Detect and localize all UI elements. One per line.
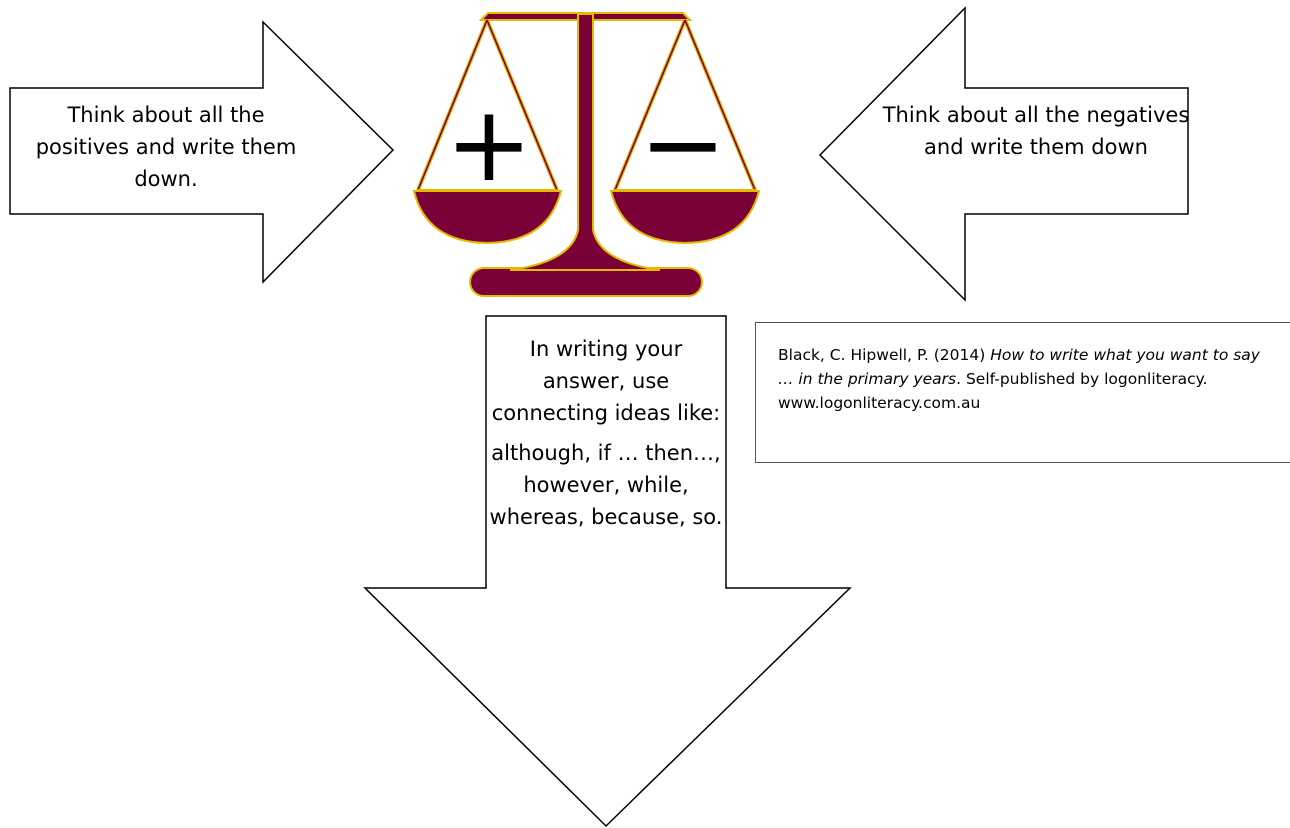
plus-symbol: + <box>445 83 532 205</box>
connecting-ideas-text: In writing your answer, use connecting i… <box>486 333 726 533</box>
citation-box: Black, C. Hipwell, P. (2014) How to writ… <box>755 322 1290 463</box>
left-pan <box>412 19 563 245</box>
scale-pillar <box>509 13 661 271</box>
connecting-ideas-arrow <box>363 315 852 828</box>
citation-publisher: . Self-published by logonliteracy. <box>956 370 1208 388</box>
negatives-arrow <box>818 6 1189 302</box>
minus-symbol: − <box>639 83 726 205</box>
right-pan <box>609 19 761 245</box>
connecting-ideas-list: although, if … then…, however, while, wh… <box>489 441 723 529</box>
connecting-ideas-intro: In writing your answer, use connecting i… <box>491 337 721 425</box>
scale-icon: + − <box>412 12 761 297</box>
scale-base <box>469 267 703 297</box>
positives-arrow <box>9 20 395 284</box>
positives-arrow-text: Think about all the positives and write … <box>35 103 297 191</box>
negatives-arrow-text: Think about all the negatives and write … <box>882 103 1190 159</box>
citation-url: www.logonliteracy.com.au <box>778 394 981 412</box>
citation-title: How to write what you want to say … in t… <box>778 346 1260 388</box>
citation-authors: Black, C. Hipwell, P. (2014) <box>778 346 991 364</box>
